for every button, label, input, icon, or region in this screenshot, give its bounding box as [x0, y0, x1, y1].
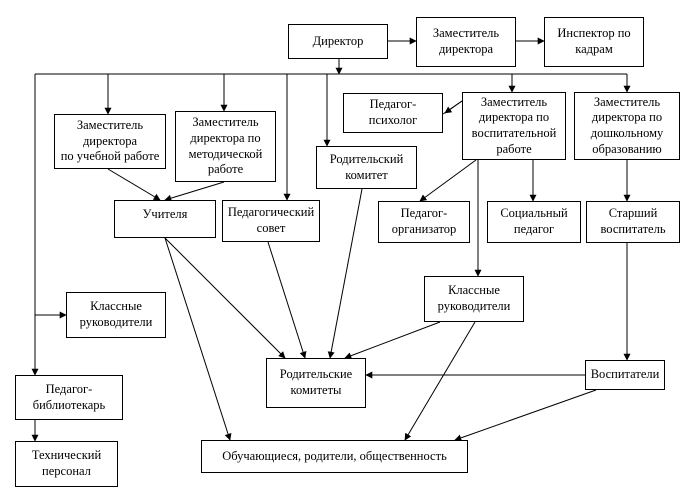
- node-psychologist: Педагог- психолог: [343, 93, 443, 133]
- node-deputy-methodical-label: Заместитель директора по методической ра…: [188, 115, 263, 177]
- node-organizer: Педагог- организатор: [378, 201, 470, 243]
- edge-edu-organizer: [419, 159, 477, 202]
- node-deputy-preschool: Заместитель директора по дошкольному обр…: [574, 92, 680, 160]
- node-ped-council: Педагогический совет: [222, 200, 320, 242]
- node-hr-inspector: Инспектор по кадрам: [544, 17, 644, 67]
- node-deputy-education: Заместитель директора по воспитательной …: [462, 92, 566, 160]
- node-parent-committee: Родительский комитет: [316, 146, 417, 189]
- node-ped-council-label: Педагогический совет: [227, 205, 315, 235]
- node-class-teachers-left: Классные руководители: [66, 292, 166, 338]
- node-deputy-label: Заместитель директора: [432, 26, 500, 56]
- node-students-parents-public-label: Обучающиеся, родители, общественность: [222, 448, 447, 463]
- node-deputy-study: Заместитель директора по учебной работе: [54, 114, 166, 169]
- edge-class-teachers-committees: [344, 321, 441, 360]
- node-educators: Воспитатели: [585, 360, 665, 390]
- node-senior-educator-label: Старший воспитатель: [600, 206, 666, 236]
- edge-edu-psychologist: [444, 100, 463, 114]
- node-parent-committee-label: Родительский комитет: [329, 151, 404, 182]
- edge-class-teachers-students: [404, 321, 476, 441]
- node-teachers: Учителя: [114, 200, 216, 238]
- node-social-teacher-label: Социальный педагог: [500, 206, 568, 236]
- node-parent-committees-label: Родительские комитеты: [279, 367, 353, 397]
- node-teachers-label: Учителя: [142, 207, 188, 221]
- node-deputy-preschool-label: Заместитель директора по дошкольному обр…: [590, 94, 664, 156]
- node-deputy-study-label: Заместитель директора по учебной работе: [60, 118, 160, 164]
- node-deputy-education-label: Заместитель директора по воспитательной …: [471, 94, 557, 156]
- edge-parent-committee-committees: [327, 188, 363, 359]
- node-class-teachers-right-label: Классные руководители: [437, 283, 511, 313]
- node-organizer-label: Педагог- организатор: [391, 206, 457, 236]
- node-social-teacher: Социальный педагог: [487, 201, 581, 243]
- edge-teachers-students: [164, 237, 232, 441]
- node-tech-staff-label: Технический персонал: [31, 448, 102, 478]
- node-senior-educator: Старший воспитатель: [586, 201, 680, 243]
- node-director: Директор: [288, 24, 388, 59]
- node-class-teachers-left-label: Классные руководители: [79, 299, 153, 329]
- node-deputy: Заместитель директора: [416, 17, 516, 67]
- edge-council-committees: [267, 241, 307, 359]
- node-hr-inspector-label: Инспектор по кадрам: [557, 26, 631, 56]
- node-psychologist-label: Педагог- психолог: [368, 97, 418, 127]
- node-deputy-methodical: Заместитель директора по методической ра…: [175, 111, 276, 182]
- edge-methodical-teachers: [164, 181, 225, 202]
- edge-educators-students: [454, 389, 597, 442]
- node-librarian: Педагог- библиотекарь: [15, 375, 123, 420]
- node-class-teachers-right: Классные руководители: [424, 276, 524, 322]
- node-librarian-label: Педагог- библиотекарь: [32, 381, 106, 412]
- node-educators-label: Воспитатели: [590, 367, 660, 382]
- edge-study-teachers: [107, 168, 161, 201]
- edge-teachers-committees: [164, 237, 286, 359]
- node-parent-committees: Родительские комитеты: [266, 358, 366, 408]
- node-tech-staff: Технический персонал: [15, 441, 118, 487]
- node-director-label: Директор: [312, 33, 364, 48]
- node-students-parents-public: Обучающиеся, родители, общественность: [201, 440, 468, 473]
